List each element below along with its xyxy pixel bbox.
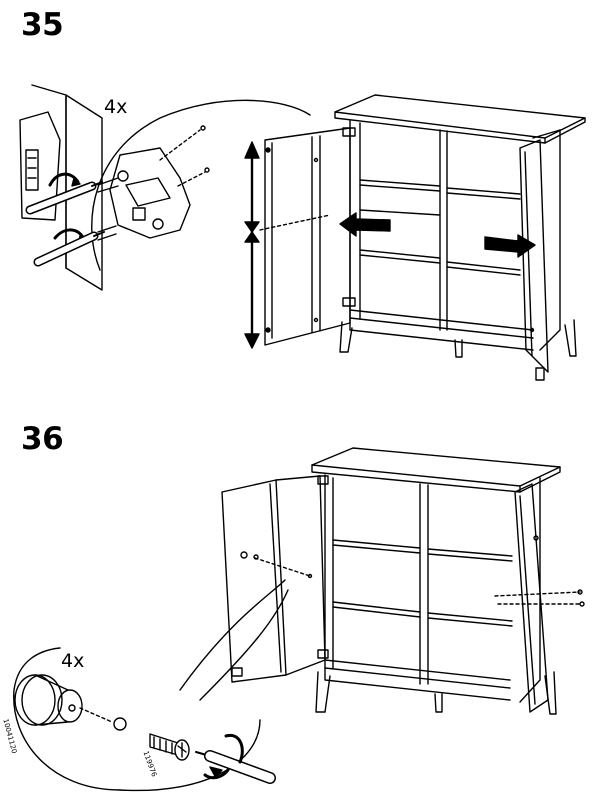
cabinet-step-35 xyxy=(260,95,585,380)
cabinet-step-36 xyxy=(222,448,584,714)
hinge-detail-inset xyxy=(20,85,310,290)
screwdriver-icon xyxy=(196,735,270,778)
step-36-quantity: 4x xyxy=(61,650,85,672)
double-arrow-vertical-icon xyxy=(245,142,259,348)
knob-icon xyxy=(15,675,112,725)
knob-detail-inset xyxy=(14,580,288,790)
step-35-number: 35 xyxy=(21,7,64,43)
step-35-quantity: 4x xyxy=(104,96,128,118)
screw-icon xyxy=(150,734,189,760)
arrow-left-right-icon xyxy=(340,213,535,257)
step-36-number: 36 xyxy=(21,421,64,457)
